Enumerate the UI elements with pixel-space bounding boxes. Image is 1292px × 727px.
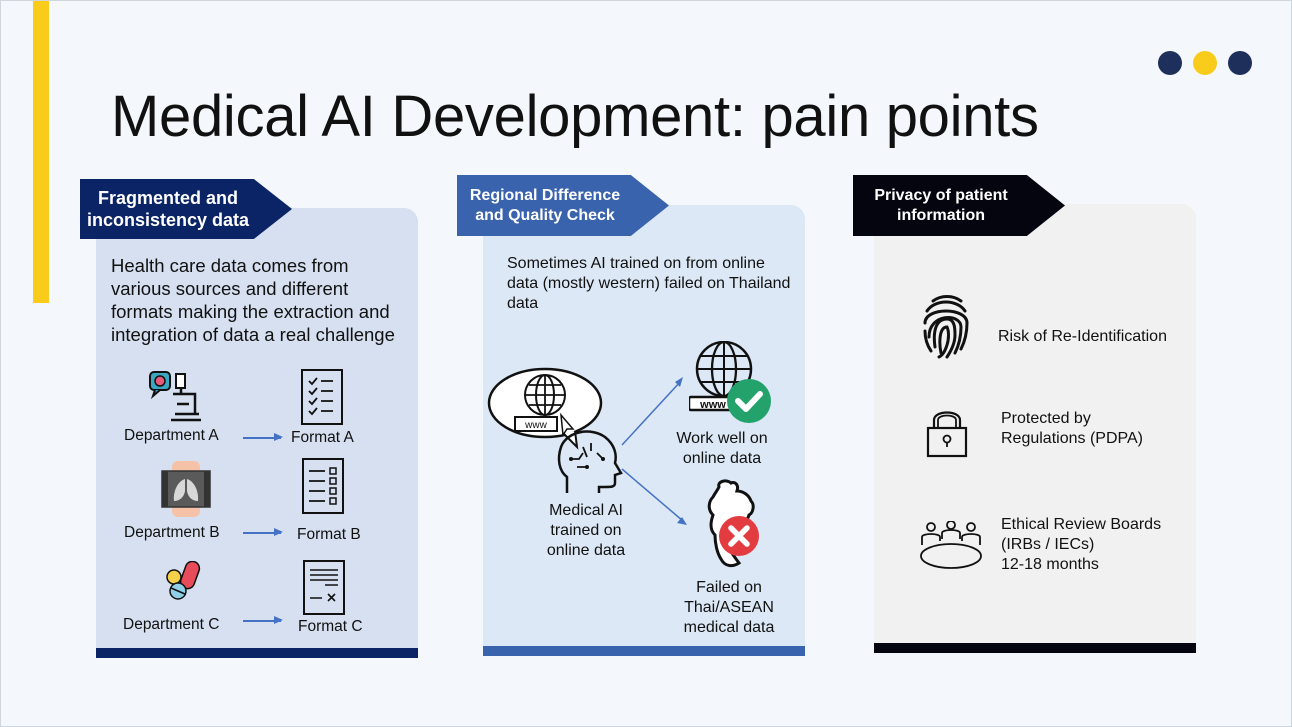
decorative-dots <box>1158 51 1252 75</box>
pills-icon <box>166 561 201 600</box>
svg-text:www: www <box>699 399 726 411</box>
navy-dot <box>1158 51 1182 75</box>
panel-footer-bar <box>874 643 1196 653</box>
checklist-document-icon <box>301 369 343 425</box>
fragmented-data-panel <box>96 208 418 651</box>
text-line: 12-18 months <box>1001 556 1099 573</box>
ai-head-speech-bubble-icon: www <box>487 367 623 493</box>
slide-title: Medical AI Development: pain points <box>111 84 1039 149</box>
protected-regulations-text: Protected by Regulations (PDPA) <box>1001 409 1143 449</box>
text-line: (IRBs / IECs) <box>1001 536 1095 553</box>
tag-label: Privacy of patient information <box>874 186 1008 224</box>
ethical-review-text: Ethical Review Boards (IRBs / IECs) 12-1… <box>1001 515 1161 575</box>
department-a-label: Department A <box>124 427 219 444</box>
risk-reidentification-text: Risk of Re-Identification <box>998 328 1167 345</box>
medical-ai-label: Medical AI trained on online data <box>546 502 626 559</box>
panel-footer-bar <box>483 646 805 656</box>
tag-label: Fragmented and inconsistency data <box>86 187 250 231</box>
arrow-right-icon <box>243 617 283 623</box>
arrow-right-icon <box>243 529 283 535</box>
globe-check-icon: www <box>689 341 771 423</box>
text-line: Ethical Review Boards <box>1001 516 1162 533</box>
accent-bar <box>33 1 49 303</box>
padlock-icon <box>926 411 968 458</box>
format-a-label: Format A <box>291 429 354 446</box>
tag-label: Regional Difference and Quality Check <box>469 186 621 224</box>
diverging-arrows <box>621 377 687 525</box>
panel-footer-bar <box>96 648 418 658</box>
lung-xray-icon <box>161 461 211 517</box>
list-checkbox-document-icon <box>302 458 344 514</box>
microscope-icon <box>149 371 201 422</box>
yellow-dot <box>1193 51 1217 75</box>
privacy-panel <box>874 204 1196 647</box>
failure-label: Failed on Thai/ASEAN medical data <box>683 579 775 636</box>
regional-difference-tag: Regional Difference and Quality Check <box>457 175 669 236</box>
privacy-tag: Privacy of patient information <box>853 175 1065 236</box>
www-text: www <box>524 420 547 431</box>
arrow-right-icon <box>243 434 283 440</box>
format-c-label: Format C <box>298 618 363 635</box>
meeting-table-icon <box>920 521 982 569</box>
fragmented-data-tag: Fragmented and inconsistency data <box>80 179 292 239</box>
success-label: Work well on online data <box>676 430 768 467</box>
signature-document-icon <box>303 560 345 615</box>
thailand-map-fail-icon <box>707 479 759 568</box>
department-c-label: Department C <box>123 616 220 633</box>
fingerprint-icon <box>923 295 969 359</box>
text-line: Protected by <box>1001 410 1091 427</box>
navy-dot <box>1228 51 1252 75</box>
regional-description: Sometimes AI trained on from online data… <box>507 255 791 312</box>
fragmented-description: Health care data comes from various sour… <box>111 255 395 345</box>
text-line: Regulations (PDPA) <box>1001 430 1143 447</box>
department-b-label: Department B <box>124 524 220 541</box>
format-b-label: Format B <box>297 526 361 543</box>
